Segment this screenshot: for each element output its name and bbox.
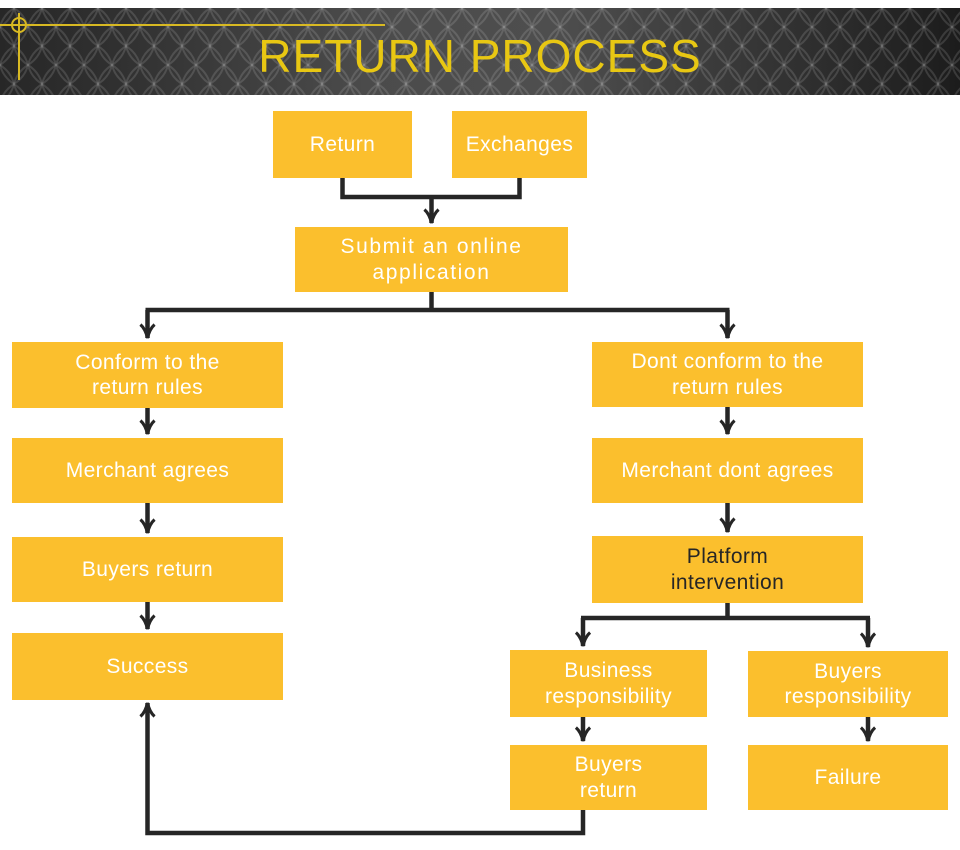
node-exchanges: Exchanges — [452, 111, 587, 178]
node-success: Success — [12, 633, 283, 700]
connector-merge-top — [340, 178, 522, 200]
header-background — [0, 8, 960, 95]
arrow-feedback-to-success — [139, 702, 586, 836]
node-buyers-responsibility: Buyers responsibility — [748, 651, 948, 717]
node-conform-rules: Conform to the return rules — [12, 342, 283, 408]
slide-header: RETURN PROCESS — [0, 8, 960, 95]
crosshair-decoration — [0, 13, 385, 80]
node-platform-intervention: Platform intervention — [592, 536, 863, 603]
node-submit-application: Submit an online application — [295, 227, 568, 292]
node-merchant-dont-agrees: Merchant dont agrees — [592, 438, 863, 503]
node-dont-conform-rules: Dont conform to the return rules — [592, 342, 863, 407]
node-buyers-return-left: Buyers return — [12, 537, 283, 602]
mesh-pattern-background — [0, 8, 960, 95]
node-return: Return — [273, 111, 412, 178]
page-title: RETURN PROCESS — [258, 30, 702, 82]
node-business-responsibility: Business responsibility — [510, 650, 707, 717]
connector-platform-split — [581, 603, 870, 621]
node-merchant-agrees: Merchant agrees — [12, 438, 283, 503]
connector-main-split — [145, 292, 730, 313]
node-failure: Failure — [748, 745, 948, 810]
node-buyers-return-bottom: Buyers return — [510, 745, 707, 810]
